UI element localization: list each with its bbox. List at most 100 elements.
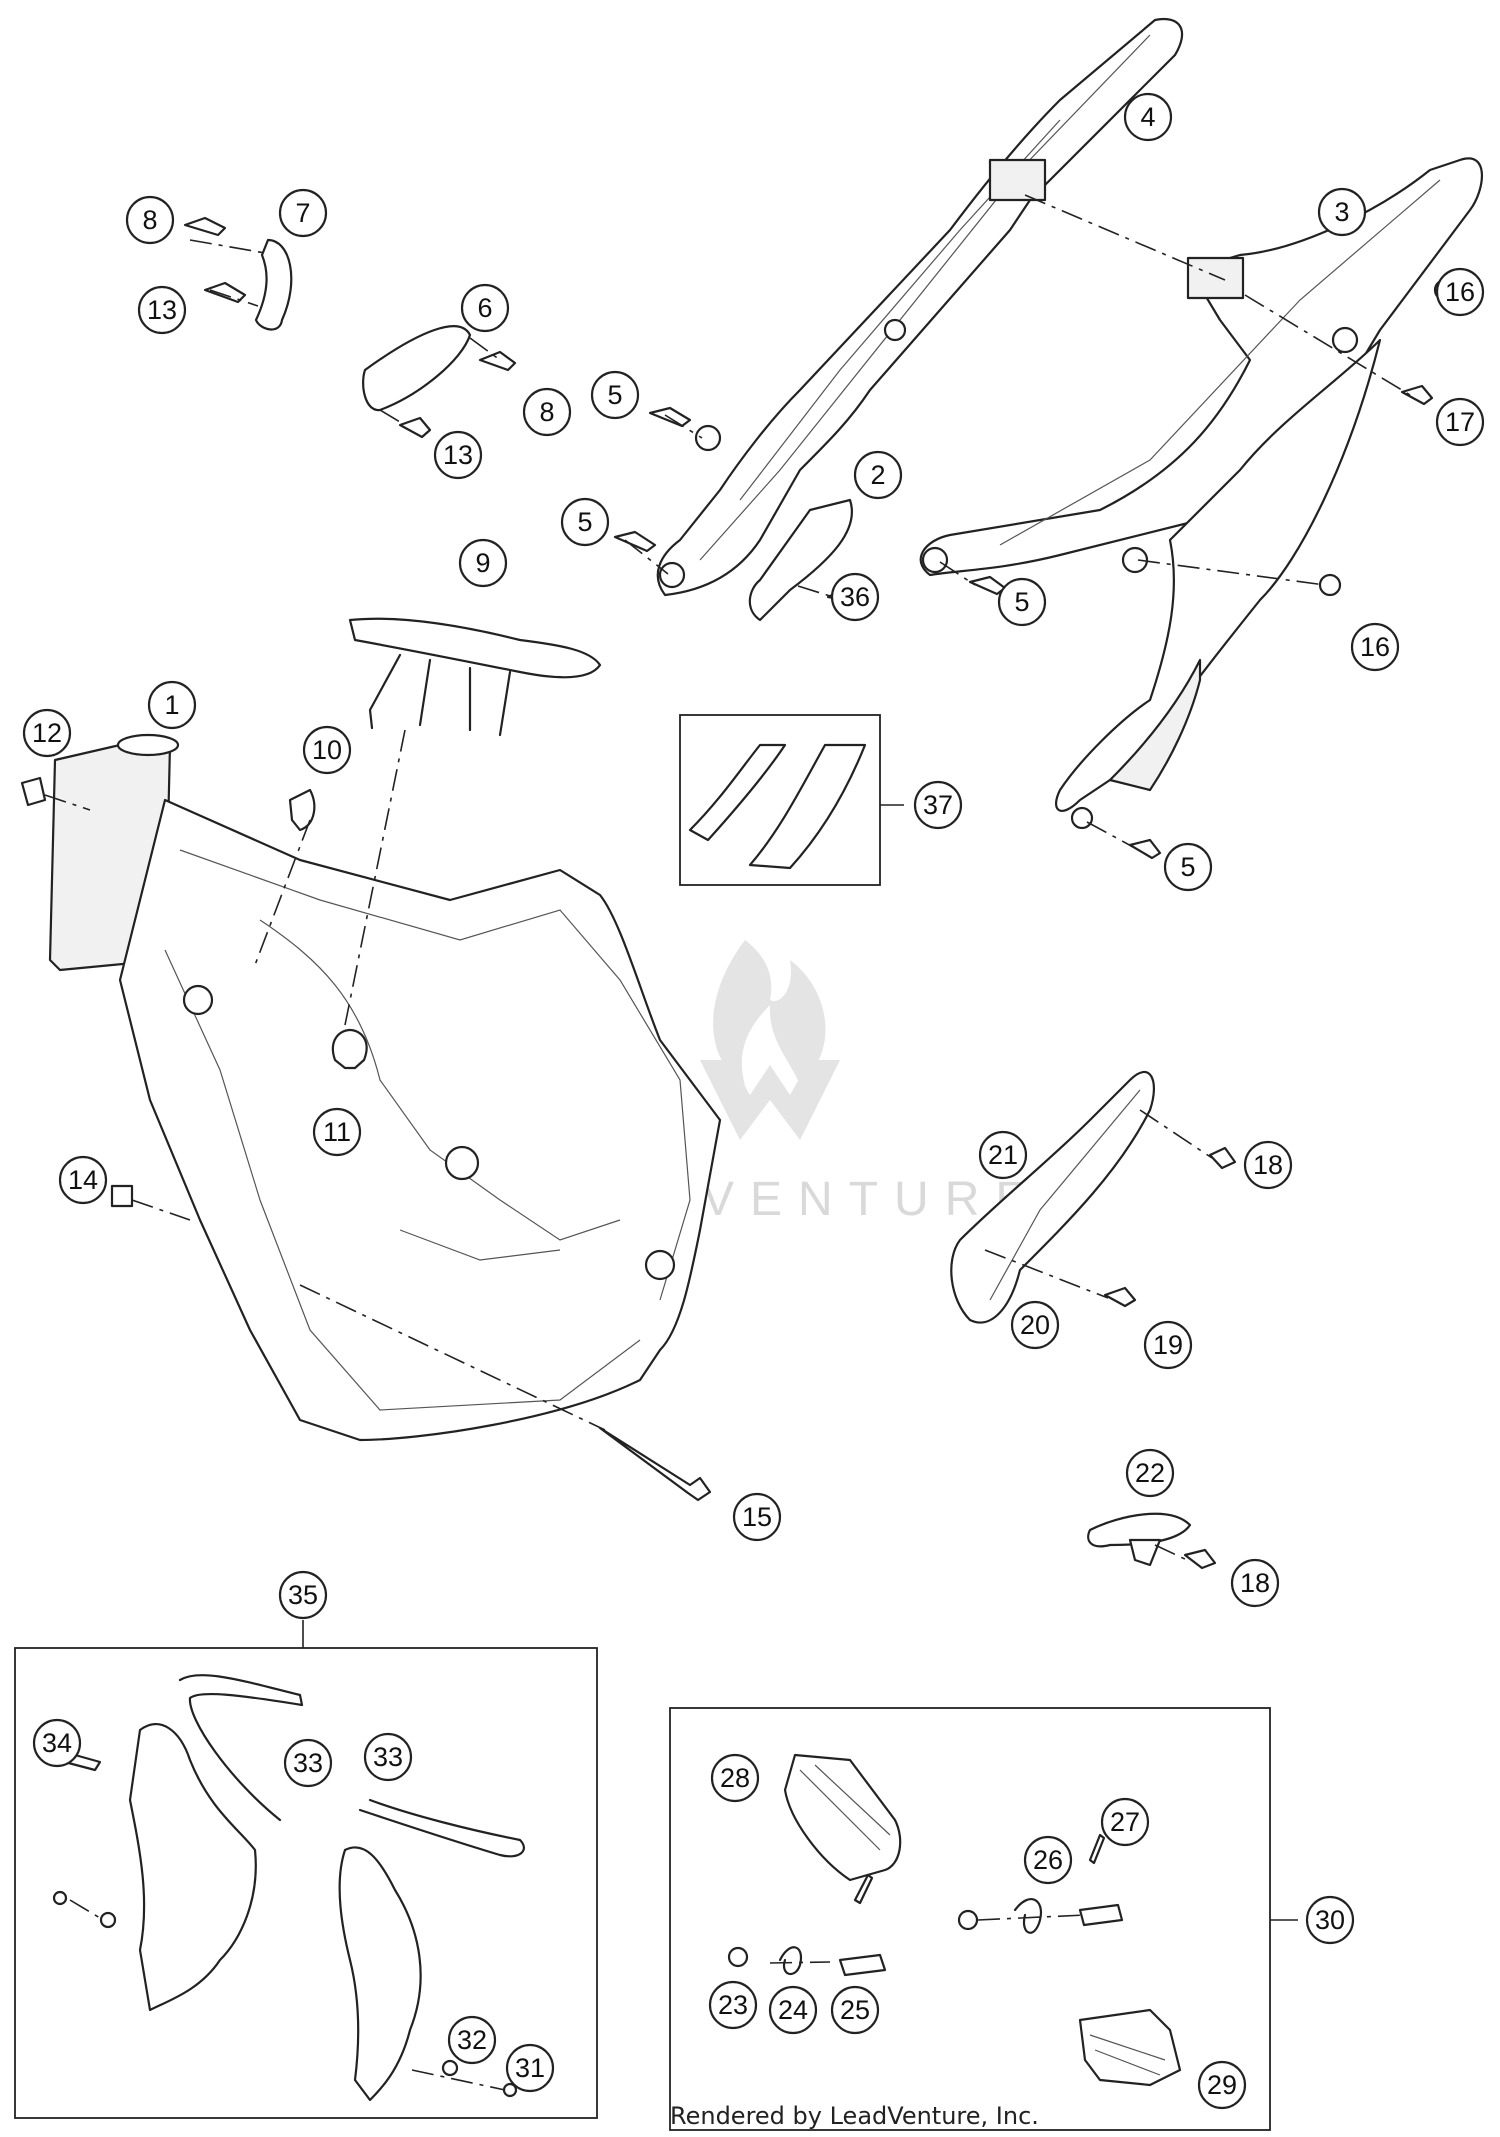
callout-11: 11 (312, 1107, 362, 1157)
svg-text:1: 1 (164, 690, 179, 720)
callout-24: 24 (768, 1985, 818, 2035)
callout-9: 9 (458, 538, 508, 588)
callout-19: 19 (1143, 1320, 1193, 1370)
part-callouts: 1 2 3 4 5 5 5 5 6 7 8 8 9 10 11 12 13 13… (22, 92, 1485, 2110)
callout-7: 7 (278, 188, 328, 238)
bolt-5c (968, 575, 1007, 596)
callout-21: 21 (978, 1130, 1028, 1180)
clamp-12 (20, 776, 47, 807)
washer-right (957, 1909, 979, 1931)
footpeg-kit-box (669, 1707, 1271, 2131)
svg-text:35: 35 (288, 1580, 318, 1610)
flame-logo-icon (700, 940, 840, 1140)
callout-18-b: 18 (1230, 1558, 1280, 1608)
svg-text:17: 17 (1445, 407, 1475, 437)
callout-34: 34 (32, 1718, 82, 1768)
bolt-15 (598, 1426, 712, 1502)
callout-17: 17 (1435, 397, 1485, 447)
callout-29: 29 (1197, 2060, 1247, 2110)
svg-text:7: 7 (295, 198, 310, 228)
callout-4: 4 (1123, 92, 1173, 142)
clamp-10 (288, 788, 316, 832)
svg-text:27: 27 (1110, 1807, 1140, 1837)
svg-text:5: 5 (577, 507, 592, 537)
svg-text:30: 30 (1315, 1905, 1345, 1935)
callout-14: 14 (58, 1155, 108, 1205)
svg-text:25: 25 (840, 1995, 870, 2025)
bracket-6 (362, 325, 472, 412)
svg-text:28: 28 (720, 1763, 750, 1793)
callout-3: 3 (1317, 187, 1367, 237)
callout-8-b: 8 (522, 387, 572, 437)
callout-33-b: 33 (363, 1732, 413, 1782)
spring-26 (1013, 1898, 1043, 1934)
callout-5-a: 5 (590, 370, 640, 420)
svg-text:4: 4 (1140, 102, 1155, 132)
callout-32: 32 (447, 2015, 497, 2065)
group-brackets (302, 804, 1298, 1921)
callout-6: 6 (460, 283, 510, 333)
callout-16-a: 16 (1435, 267, 1485, 317)
svg-text:9: 9 (475, 548, 490, 578)
svg-text:8: 8 (142, 205, 157, 235)
svg-text:13: 13 (443, 440, 473, 470)
svg-text:18: 18 (1240, 1568, 1270, 1598)
bolt-8b (478, 350, 517, 372)
clamp-11 (331, 1028, 368, 1070)
pin-right (1078, 1903, 1124, 1927)
callout-30: 30 (1305, 1895, 1355, 1945)
top-mount-bracket (348, 617, 602, 737)
svg-text:11: 11 (323, 1117, 351, 1147)
callout-16-b: 16 (1350, 622, 1400, 672)
pin-25 (838, 1953, 887, 1977)
main-frame (48, 733, 722, 1442)
callout-20: 20 (1010, 1300, 1060, 1350)
subframe-upper-rail (656, 17, 1184, 597)
callout-33-a: 33 (283, 1738, 333, 1788)
svg-text:29: 29 (1207, 2070, 1237, 2100)
svg-text:5: 5 (607, 380, 622, 410)
callout-25: 25 (830, 1985, 880, 2035)
bolt-8a (183, 216, 227, 237)
leader-lines (44, 194, 1411, 2091)
callout-8-a: 8 (125, 195, 175, 245)
cotter-pin-27 (1088, 1833, 1106, 1865)
callout-1: 1 (147, 680, 197, 730)
svg-text:36: 36 (840, 582, 870, 612)
decal-pair (688, 743, 867, 870)
svg-text:5: 5 (1014, 587, 1029, 617)
svg-text:22: 22 (1135, 1458, 1165, 1488)
footpeg-parts (727, 1753, 1182, 2087)
svg-text:5: 5 (1180, 852, 1195, 882)
callout-13-a: 13 (137, 285, 187, 335)
callout-37: 37 (913, 780, 963, 830)
svg-text:3: 3 (1334, 197, 1349, 227)
svg-text:32: 32 (457, 2025, 487, 2055)
chain-slider (1087, 1512, 1217, 1570)
bracket-7 (254, 238, 293, 331)
callout-18-a: 18 (1243, 1140, 1293, 1190)
callout-23: 23 (708, 1980, 758, 2030)
svg-text:33: 33 (293, 1748, 323, 1778)
svg-text:34: 34 (42, 1728, 72, 1758)
svg-text:15: 15 (742, 1502, 772, 1532)
bolt-5d (1128, 838, 1162, 860)
chain-guide (950, 1070, 1237, 1324)
callout-22: 22 (1125, 1448, 1175, 1498)
svg-text:37: 37 (923, 790, 953, 820)
svg-text:12: 12 (32, 718, 62, 748)
nut-16b (1318, 573, 1342, 597)
callout-26: 26 (1023, 1835, 1073, 1885)
svg-text:8: 8 (539, 397, 554, 427)
svg-text:13: 13 (147, 295, 177, 325)
svg-text:14: 14 (68, 1165, 98, 1195)
callout-28: 28 (710, 1753, 760, 1803)
washer-23 (727, 1946, 749, 1968)
callout-15: 15 (732, 1492, 782, 1542)
svg-text:19: 19 (1153, 1330, 1183, 1360)
footpeg-right (1078, 2008, 1182, 2087)
callout-35: 35 (278, 1570, 328, 1620)
bolt-5b (613, 530, 657, 553)
hardware (20, 216, 1457, 1502)
